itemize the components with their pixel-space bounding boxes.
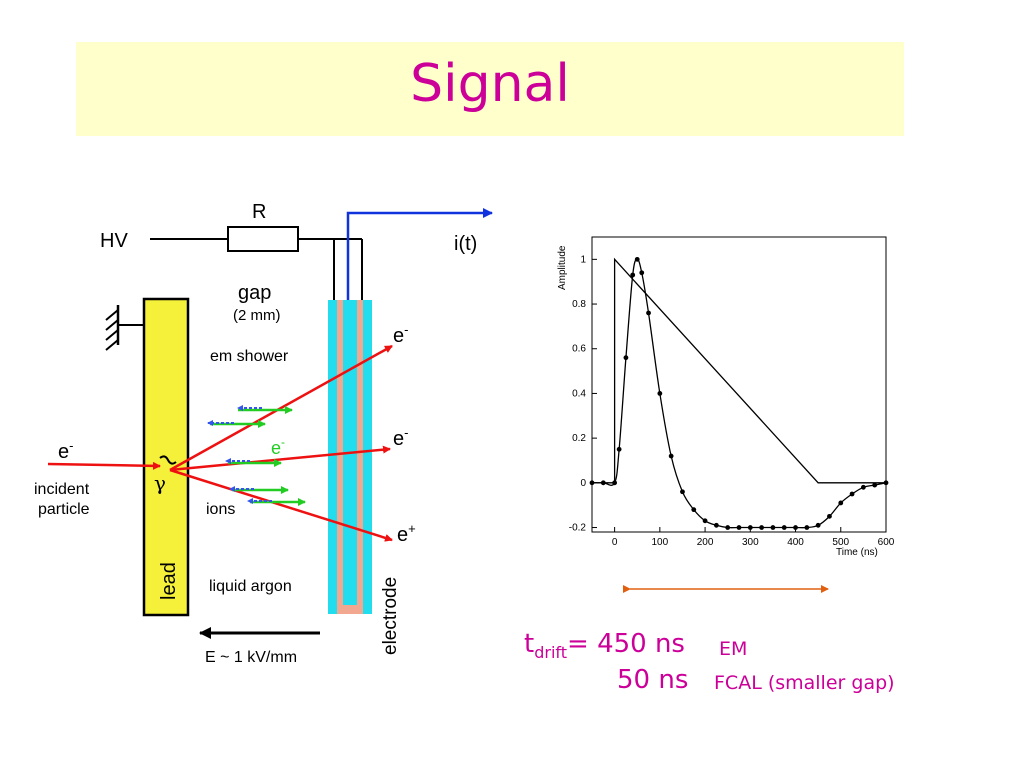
- incident-label-1: incident: [34, 481, 90, 498]
- electron-label-middle: e-: [393, 425, 408, 450]
- data-point: [781, 525, 787, 530]
- x-tick-label: 600: [878, 537, 895, 548]
- data-point: [589, 480, 595, 486]
- hv-label: HV: [100, 230, 128, 252]
- data-point: [759, 525, 765, 530]
- drift-label-fcal: FCAL (smaller gap): [714, 672, 895, 694]
- resistor-label: R: [252, 201, 266, 223]
- ground-icon: [105, 305, 145, 351]
- drift-label-em: EM: [719, 638, 748, 660]
- lead-label: lead: [158, 562, 180, 600]
- drift-time-line-1: tdrift= 450 ns: [524, 629, 685, 662]
- photon-label: γ: [154, 471, 166, 495]
- x-tick-label: 500: [832, 537, 849, 548]
- page-title: Signal: [410, 54, 570, 114]
- drift-value-fcal: 50 ns: [617, 665, 689, 695]
- data-point: [639, 270, 645, 276]
- data-point: [872, 482, 878, 488]
- data-point: [646, 310, 651, 316]
- ions-label: ions: [206, 501, 235, 518]
- detector-diagram: HV R i(t) lead electrode gap (2 mm) em s…: [34, 201, 493, 666]
- output-label: i(t): [454, 233, 477, 255]
- drift-arrows: [207, 405, 306, 506]
- y-axis-label: Amplitude: [557, 245, 568, 290]
- incident-arrow: [47, 461, 161, 470]
- data-point: [668, 453, 674, 459]
- x-axis-label: Time (ns): [836, 547, 878, 558]
- data-point: [612, 480, 618, 486]
- data-point: [630, 272, 636, 278]
- data-point: [616, 446, 622, 452]
- y-tick-label: -0.2: [569, 523, 587, 534]
- y-tick-label: 0: [580, 478, 586, 489]
- triangular-pulse-line: [592, 257, 886, 484]
- incident-label-2: particle: [38, 501, 90, 518]
- data-point: [736, 525, 742, 530]
- green-electron-label: e-: [271, 435, 285, 458]
- x-tick-label: 200: [697, 537, 714, 548]
- electrode-label: electrode: [380, 577, 401, 655]
- data-point: [827, 513, 832, 519]
- data-point: [838, 500, 844, 506]
- y-tick-label: 0.6: [572, 344, 586, 355]
- data-point: [702, 518, 708, 524]
- output-signal-arrow: [346, 208, 493, 300]
- resistor: [227, 226, 299, 252]
- drift-subscript: drift: [534, 643, 568, 663]
- data-point: [600, 480, 606, 486]
- data-point: [815, 522, 821, 528]
- x-tick-label: 300: [742, 537, 759, 548]
- data-point: [793, 525, 798, 530]
- x-tick-label: 100: [652, 537, 669, 548]
- incident-electron-label: e-: [58, 438, 73, 463]
- data-point: [747, 525, 753, 530]
- data-point: [804, 525, 810, 530]
- positron-label: e+: [397, 521, 416, 546]
- data-point: [680, 489, 685, 495]
- y-tick-label: 0.8: [572, 299, 586, 310]
- field-label: E ~ 1 kV/mm: [205, 649, 297, 666]
- y-tick-label: 0.2: [572, 433, 586, 444]
- x-tick-label: 400: [787, 537, 804, 548]
- data-point: [860, 484, 866, 490]
- liquid-argon-label: liquid argon: [209, 578, 292, 595]
- em-shower-label: em shower: [210, 348, 289, 365]
- data-point: [849, 491, 855, 497]
- data-point: [623, 355, 629, 361]
- gap-label: gap: [238, 282, 271, 304]
- title-bar: Signal: [76, 42, 904, 136]
- data-point: [770, 525, 776, 530]
- electron-label-top: e-: [393, 322, 408, 347]
- y-tick-label: 1: [580, 254, 586, 265]
- chart-frame: [591, 236, 887, 533]
- data-point: [883, 480, 889, 486]
- electron-track-top: [169, 344, 393, 472]
- y-tick-label: 0.4: [572, 388, 586, 399]
- data-point: [713, 522, 719, 528]
- x-tick-label: 0: [612, 537, 618, 548]
- data-point: [634, 256, 640, 262]
- data-point: [725, 525, 731, 530]
- pulse-chart: 0 100 200 300 400 500 600 -0.2 0 0.2 0.4 0.6 0.8 1 Am…: [557, 236, 895, 558]
- data-point: [657, 391, 663, 396]
- data-point: [691, 507, 697, 513]
- gap-size-label: (2 mm): [233, 307, 281, 324]
- positron-track: [169, 468, 393, 542]
- photon-wiggle-icon: [159, 455, 177, 465]
- drift-value-em: = 450 ns: [567, 629, 685, 659]
- drift-symbol: t: [524, 629, 535, 659]
